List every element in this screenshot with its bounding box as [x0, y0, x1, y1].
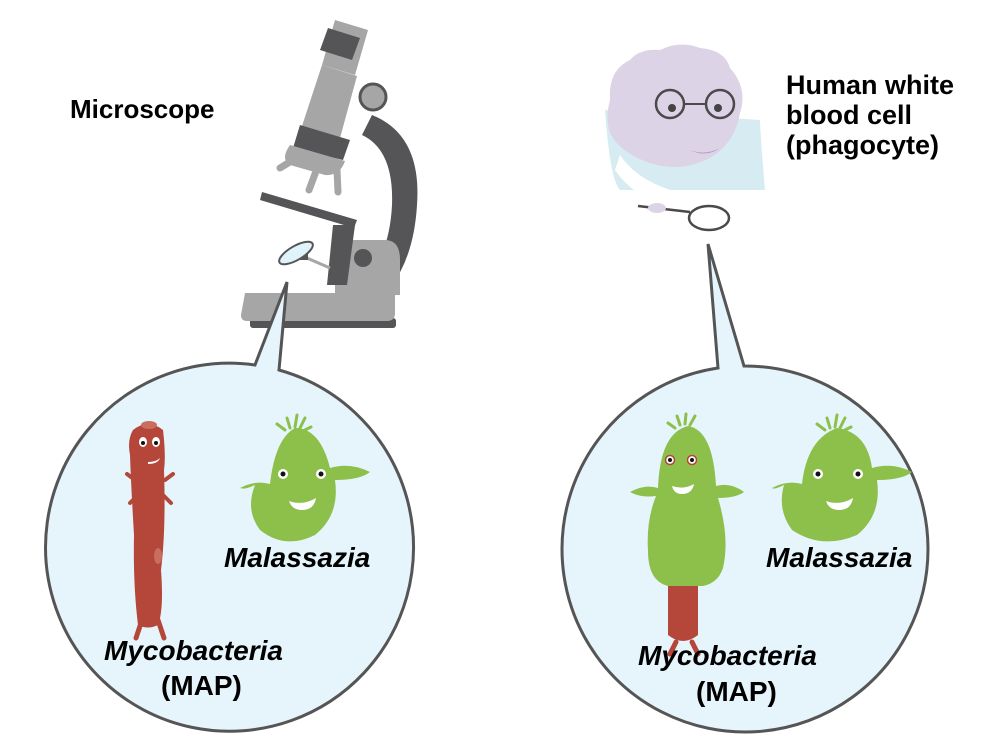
right-map-label: (MAP) [696, 676, 777, 707]
right-mycobacteria-label: Mycobacteria [638, 640, 817, 671]
right-malassezia-label: Malassazia [766, 542, 913, 573]
microscope-illustration [241, 20, 418, 328]
malassezia-right [772, 413, 912, 542]
mycobacteria-left [125, 421, 175, 641]
left-map-label: (MAP) [161, 670, 242, 701]
phagocyte-label-line3: (phagocyte) [786, 130, 940, 161]
phagocyte-label-line2: blood cell [786, 100, 913, 131]
left-malassezia-label: Malassazia [224, 542, 371, 573]
phagocyte-label: Human white blood cell (phagocyte) [786, 70, 954, 161]
malassezia-left [240, 413, 370, 542]
phagocyte-illustration [605, 44, 765, 232]
phagocyte-label-line1: Human white [786, 70, 955, 100]
right-speech-bubble [560, 243, 930, 734]
microscope-label: Microscope [70, 94, 215, 124]
engulfed-mycobacteria-right [630, 412, 744, 657]
left-mycobacteria-label: Mycobacteria [104, 635, 283, 666]
